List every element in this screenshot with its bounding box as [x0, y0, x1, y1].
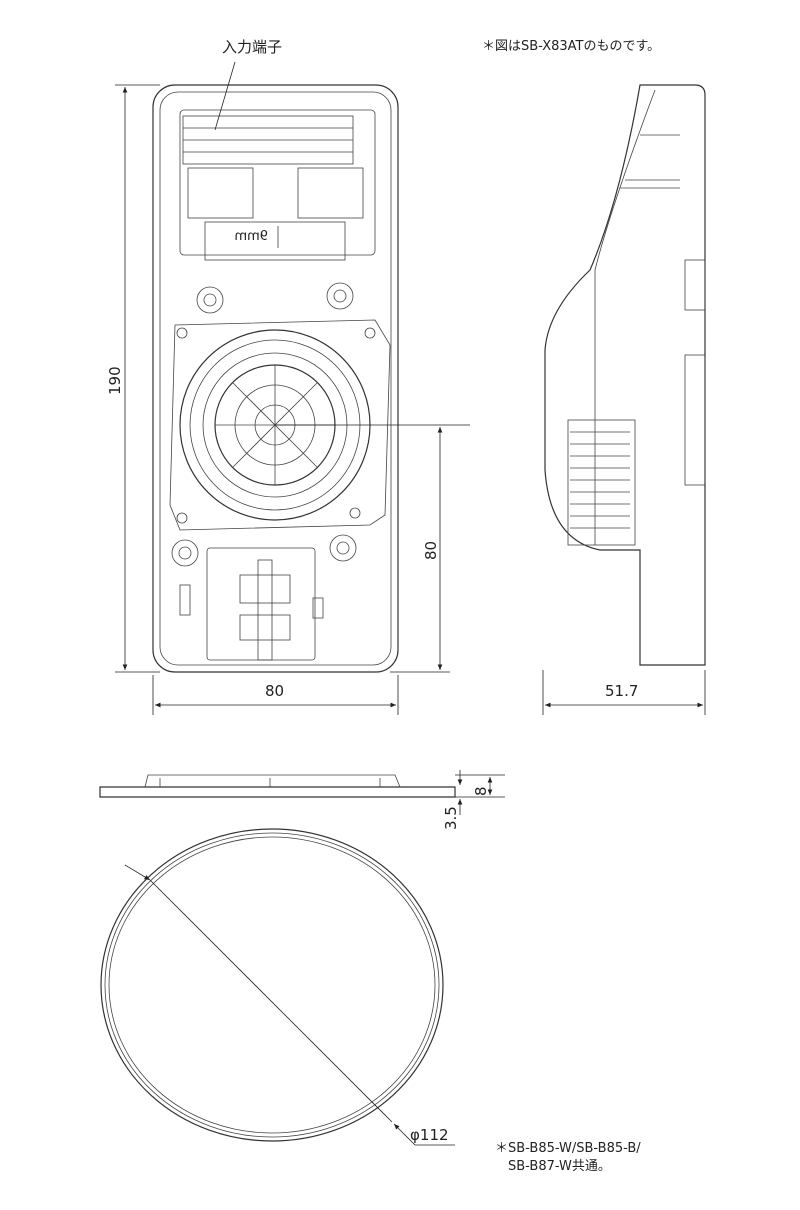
note-compatible-line2: SB-B87-W共通。 — [508, 1159, 611, 1174]
terminal-width-label: 9mm — [234, 229, 268, 244]
input-terminal-label: 入力端子 — [222, 38, 282, 56]
dim-speaker-80: 80 — [422, 541, 440, 560]
plate-side-view: 8 3.5 — [99, 770, 505, 830]
dim-height-190: 190 — [106, 366, 124, 395]
front-dimensions: 190 80 80 入力端子 — [106, 38, 450, 715]
side-view: 51.7 — [542, 84, 706, 715]
note-model: ＊図はSB-X83ATのものです。 — [482, 39, 660, 54]
front-view: 9mm — [152, 84, 470, 673]
dim-flange-3-5: 3.5 — [442, 806, 460, 830]
dim-width-80: 80 — [265, 682, 284, 700]
grille-top-view: φ112 — [100, 828, 455, 1146]
dim-depth-51-7: 51.7 — [605, 682, 638, 700]
side-grille — [567, 419, 636, 546]
dim-diameter-112: φ112 — [410, 1126, 449, 1144]
dim-thickness-8: 8 — [472, 786, 490, 796]
note-compatible-line1: ＊SB-B85-W/SB-B85-B/ — [495, 1141, 641, 1156]
